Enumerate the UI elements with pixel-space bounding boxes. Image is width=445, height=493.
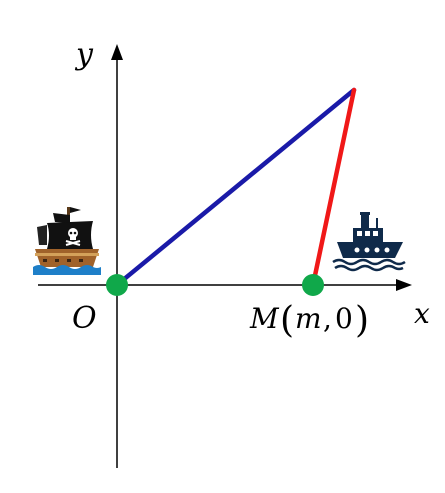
origin-point — [106, 274, 128, 296]
origin-label: O — [72, 301, 97, 336]
y-axis-arrow — [111, 44, 123, 60]
blue-segment — [114, 87, 357, 288]
x-axis-label: x — [414, 297, 430, 330]
point-m-coord-var: m — [295, 302, 322, 335]
tugboat-icon — [332, 212, 406, 272]
x-axis-arrow — [396, 279, 412, 291]
right-paren: ) — [355, 300, 369, 341]
point-m-coord-sep: , — [323, 302, 332, 335]
point-m-label: M ( m , 0 ) — [249, 300, 369, 341]
point-m — [302, 274, 324, 296]
point-m-name: M — [249, 302, 280, 335]
red-segment — [310, 87, 357, 288]
point-m-coord-zero: 0 — [335, 302, 353, 335]
pirate-ship-icon — [33, 207, 101, 275]
left-paren: ( — [280, 300, 294, 341]
y-axis-label: y — [74, 37, 94, 72]
axes — [38, 44, 412, 468]
